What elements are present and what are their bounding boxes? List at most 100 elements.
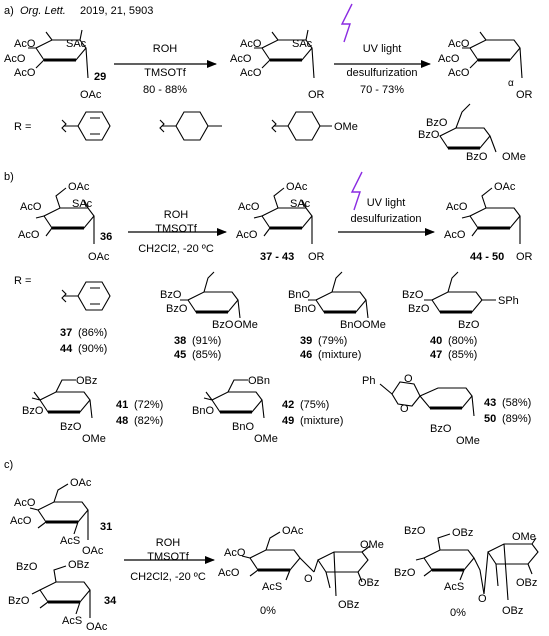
int-b-sub2: AcO	[238, 201, 260, 213]
entry-43-num: 43	[484, 397, 496, 409]
prod-c2-sub5: O	[478, 593, 487, 605]
prod-c2-sub2: OBz	[452, 527, 473, 539]
section-c-label: c)	[4, 459, 13, 471]
cmpd29-sub4: SAc	[66, 38, 87, 50]
cmpd29-number: 29	[94, 71, 106, 83]
int-b-sub3: SAc	[290, 198, 311, 210]
cmpd31-sub4: AcS	[60, 535, 80, 547]
int-a-sub5: OR	[308, 89, 325, 101]
prod-b-number: 44 - 50	[470, 251, 504, 263]
e43-sub2: O	[404, 373, 413, 385]
alpha-label: α	[508, 78, 514, 89]
cmpd34-sub1: BzO	[16, 561, 38, 573]
compound-34-structure: BzO OBz BzO AcS OAc 34	[8, 559, 117, 633]
arrow-b1-mid: TMSOTf	[155, 223, 197, 235]
section-b-label: b)	[4, 171, 14, 183]
e39-sub1: BnO	[288, 289, 310, 301]
prod-c2-sub8: OBz	[502, 605, 523, 617]
r-label-a: R =	[14, 121, 31, 133]
cmpd31-sub3: AcO	[10, 515, 32, 527]
cmpd36-sub5: OAc	[88, 251, 110, 263]
entry-41-48: OBz BzO BzO OMe 41 (72%) 48 (82%)	[22, 375, 163, 445]
prod-a-sub2: AcO	[438, 53, 460, 65]
entry-41-yield: (72%)	[134, 399, 163, 411]
int-a-sub3: AcO	[240, 67, 262, 79]
e42-sub4: OMe	[254, 433, 278, 445]
e41-sub2: BzO	[22, 405, 44, 417]
intermediate-b-structure: OAc AcO SAc AcO OR 37 - 43	[236, 181, 325, 263]
e43-sub4: BzO	[430, 423, 452, 435]
cmpd31-sub5: OAc	[82, 545, 104, 557]
e38-sub2: BzO	[166, 303, 188, 315]
prod-c1-sub2: AcO	[224, 547, 246, 559]
cmpd31-sub1: OAc	[70, 477, 92, 489]
prod-b-sub3: AcO	[444, 229, 466, 241]
compound-29-structure: AcO AcO AcO SAc OAc 29	[4, 29, 106, 101]
lightning-icon	[340, 3, 353, 43]
reference-journal: Org. Lett.	[20, 5, 66, 17]
entry-49-yield: (mixture)	[300, 415, 343, 427]
r-anisyl-a: OMe	[271, 111, 358, 141]
cmpd34-number: 34	[104, 595, 117, 607]
entry-37-num: 37	[60, 327, 72, 339]
r-sugar-a-sub3: BzO	[466, 151, 488, 163]
e43-sub1: Ph	[362, 375, 375, 387]
cmpd34-sub4: AcS	[62, 615, 82, 627]
entry-50-num: 50	[484, 413, 496, 425]
prod-a-sub4: OR	[516, 89, 533, 101]
e38-sub3: BzO	[212, 319, 234, 331]
entry-45-yield: (85%)	[192, 349, 221, 361]
cmpd34-sub3: BzO	[8, 595, 30, 607]
arrow-b1-top: ROH	[164, 209, 189, 221]
cmpd29-sub5: OAc	[80, 89, 102, 101]
entry-46-num: 46	[300, 349, 312, 361]
prod-c1-sub3: AcO	[218, 567, 240, 579]
prod-c1-yield: 0%	[260, 605, 276, 617]
entry-45-num: 45	[174, 349, 186, 361]
arrow-b2-top: UV light	[367, 197, 406, 209]
int-b-number: 37 - 43	[260, 251, 294, 263]
int-a-sub1: AcO	[240, 38, 262, 50]
e40-sub4: SPh	[498, 295, 519, 307]
prod-c1-sub6: OMe	[360, 539, 384, 551]
product-a-structure: AcO AcO AcO OR α	[438, 31, 533, 101]
compound-36-structure: OAc AcO SAc AcO OAc 36	[18, 181, 112, 263]
e39-sub4: OMe	[362, 319, 386, 331]
e42-sub2: BnO	[192, 405, 214, 417]
int-a-sub2: AcO	[230, 53, 252, 65]
prod-b-sub4: OR	[516, 251, 533, 263]
prod-b-sub2: AcO	[446, 201, 468, 213]
cmpd36-sub4: AcO	[18, 229, 40, 241]
product-c1-structure: OAc AcO AcO AcS O OMe OBz OBz 0%	[218, 525, 384, 617]
r-sugar-a: BzO BzO BzO OMe	[418, 103, 526, 163]
e42-sub3: BnO	[232, 421, 254, 433]
cmpd29-sub3: AcO	[14, 67, 36, 79]
prod-c1-sub4: AcS	[262, 581, 282, 593]
entry-43-50: Ph O O BzO OMe 43 (58%) 50 (89%)	[362, 373, 531, 447]
entry-40-num: 40	[430, 335, 442, 347]
entry-38-yield: (91%)	[192, 335, 221, 347]
arrow-b2-mid: desulfurization	[351, 213, 422, 225]
arrow-a2-mid: desulfurization	[347, 67, 418, 79]
cmpd31-number: 31	[100, 521, 112, 533]
entry-50-yield: (89%)	[502, 413, 531, 425]
prod-c2-sub1: BzO	[404, 525, 426, 537]
entry-39-num: 39	[300, 335, 312, 347]
arrow-c-mid: TMSOTf	[147, 551, 189, 563]
section-a: a) Org. Lett. 2019, 21, 5903 AcO AcO AcO…	[4, 3, 533, 163]
prod-c2-yield: 0%	[450, 607, 466, 619]
r-sugar-a-sub2: BzO	[418, 129, 440, 141]
int-a-sub4: SAc	[292, 38, 313, 50]
section-b: b) OAc AcO SAc AcO OAc 36 ROH TMSOTf CH2…	[4, 171, 533, 447]
entry-40-47: BzO BzO BzO SPh 40 (80%) 47 (85%)	[402, 271, 519, 361]
e41-sub1: OBz	[76, 375, 97, 387]
r-label-b: R =	[14, 275, 31, 287]
r-sugar-a-sub1: BzO	[426, 117, 448, 129]
intermediate-a-structure: AcO AcO AcO SAc OR	[230, 29, 325, 101]
e40-sub3: BzO	[458, 319, 480, 331]
section-a-label: a)	[4, 5, 14, 17]
arrow-a1-yield: 80 - 88%	[143, 84, 187, 96]
entry-42-num: 42	[282, 399, 294, 411]
e41-sub3: BzO	[60, 421, 82, 433]
